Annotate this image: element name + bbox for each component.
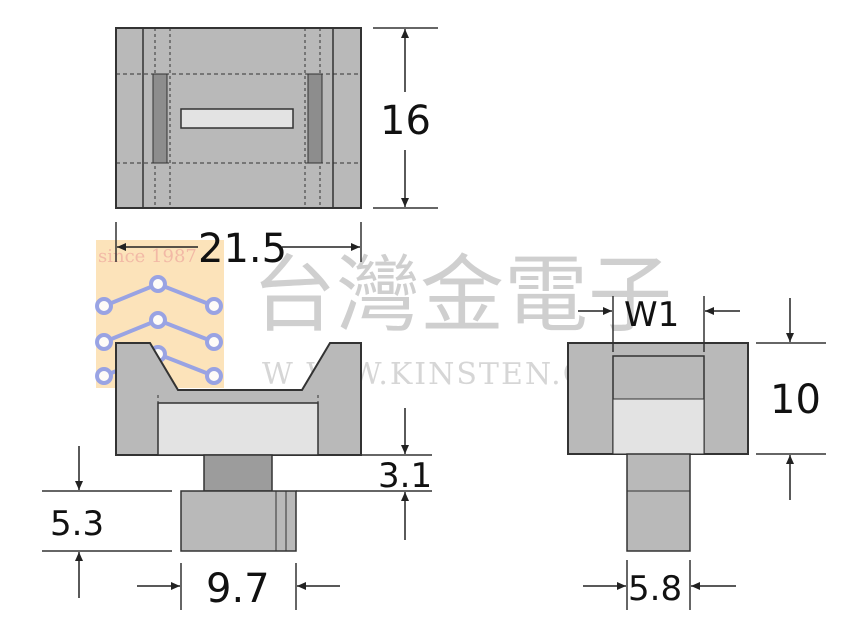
end-slot — [612, 398, 705, 455]
dim-end-slot-width: W1 — [578, 295, 740, 352]
end-stem — [626, 453, 691, 552]
dim-label-flange-width: 9.7 — [206, 566, 270, 612]
dim-label-side-slot-height: 3.1 — [378, 456, 432, 496]
dim-flange-height: 5.3 — [42, 446, 172, 598]
front-slot — [157, 402, 319, 456]
front-view — [115, 342, 362, 552]
top-view — [115, 27, 362, 209]
dim-top-width: 21.5 — [115, 222, 362, 272]
end-view — [567, 342, 749, 552]
dim-top-height: 16 — [373, 27, 438, 209]
dim-label-end-slot-width: W1 — [624, 295, 679, 335]
dim-label-end-height: 10 — [770, 377, 821, 423]
front-flange — [180, 490, 297, 552]
dim-end-height: 10 — [756, 298, 826, 500]
dim-label-flange-height: 5.3 — [50, 504, 104, 544]
dim-side-slot-height: 3.1 — [296, 408, 432, 540]
watermark-chinese: 台灣金電子 — [252, 246, 672, 344]
dim-flange-width: 9.7 — [137, 563, 340, 612]
dim-end-stem-width: 5.8 — [583, 560, 736, 610]
top-slot — [180, 108, 294, 129]
dim-label-end-stem-width: 5.8 — [628, 569, 682, 609]
watermark-since: since 1987 — [98, 246, 197, 267]
dim-label-top-width: 21.5 — [198, 226, 287, 272]
front-stem — [203, 454, 273, 492]
dim-label-top-height: 16 — [380, 98, 431, 144]
